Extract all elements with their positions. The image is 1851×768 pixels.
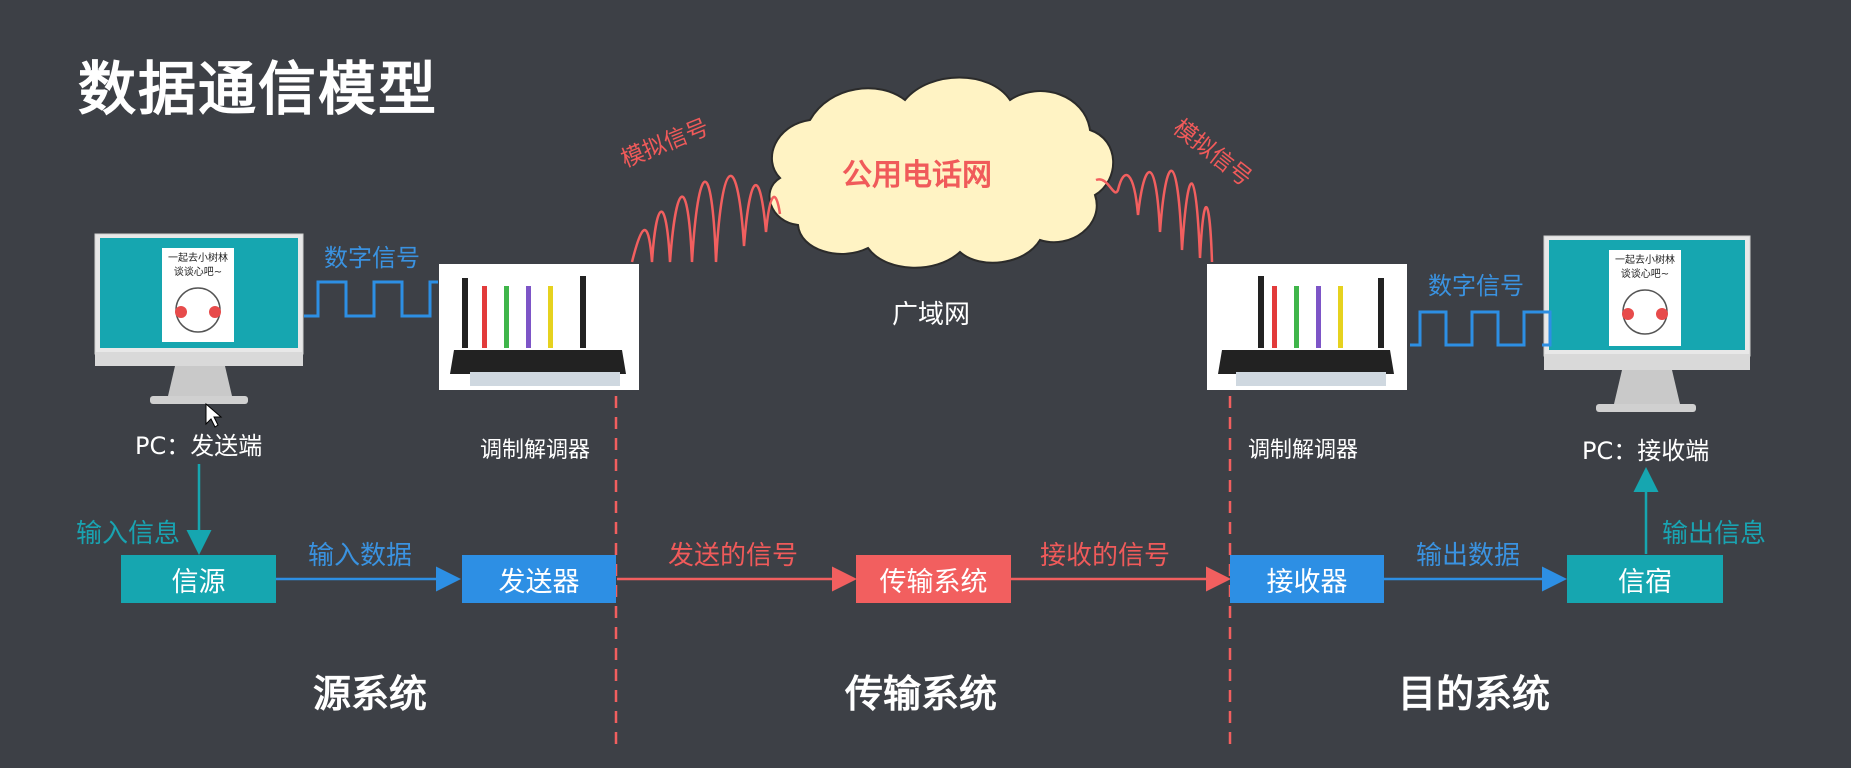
- digital-signal-left-label: 数字信号: [324, 244, 420, 272]
- receiver-screen-note-line1: 一起去小树林: [1615, 255, 1675, 266]
- analog-signal-left: [630, 174, 782, 263]
- modem-left-icon: [439, 264, 639, 390]
- receiver-pc-label: PC：接收端: [1582, 437, 1710, 465]
- output-info-label: 输出信息: [1662, 519, 1767, 549]
- cloud-icon: [768, 76, 1115, 269]
- mouse-cursor-icon: [205, 402, 223, 428]
- receiver-box: 接收器: [1230, 555, 1384, 603]
- modem-right-label: 调制解调器: [1248, 438, 1359, 463]
- sender-screen-note-line2: 谈谈心吧~: [173, 267, 223, 278]
- source-system-label: 源系统: [313, 672, 428, 716]
- digital-signal-left: [304, 280, 438, 318]
- source-box: 信源: [121, 555, 276, 603]
- received-signal-label: 接收的信号: [1040, 541, 1171, 571]
- transmitter-box: 发送器: [462, 555, 616, 603]
- receiver-screen-note: 一起去小树林 谈谈心吧~: [1610, 254, 1680, 282]
- modem-left-label: 调制解调器: [480, 438, 591, 463]
- input-info-label: 输入信息: [76, 519, 181, 549]
- receiver-monitor-icon: [1543, 235, 1751, 412]
- sender-pc-label: PC：发送端: [135, 432, 263, 460]
- digital-signal-right-label: 数字信号: [1428, 272, 1524, 300]
- input-data-label: 输入数据: [308, 541, 413, 571]
- receiver-screen-note-line2: 谈谈心吧~: [1620, 269, 1670, 280]
- cloud-label: 公用电话网: [842, 158, 992, 193]
- sent-signal-label: 发送的信号: [668, 541, 799, 571]
- transmission-system-label: 传输系统: [845, 672, 998, 716]
- sender-screen-note: 一起去小树林 谈谈心吧~: [163, 252, 233, 280]
- output-data-label: 输出数据: [1416, 541, 1521, 571]
- sender-screen-note-line1: 一起去小树林: [168, 253, 228, 264]
- digital-signal-right: [1410, 310, 1552, 347]
- destination-system-label: 目的系统: [1398, 672, 1551, 716]
- modem-right-icon: [1207, 264, 1407, 390]
- sender-monitor-icon: [94, 233, 304, 404]
- analog-signal-right: [1095, 169, 1214, 263]
- transmission-system-box: 传输系统: [856, 555, 1011, 603]
- destination-box: 信宿: [1567, 555, 1723, 603]
- wan-label: 广域网: [892, 300, 971, 330]
- page-title: 数据通信模型: [78, 55, 439, 123]
